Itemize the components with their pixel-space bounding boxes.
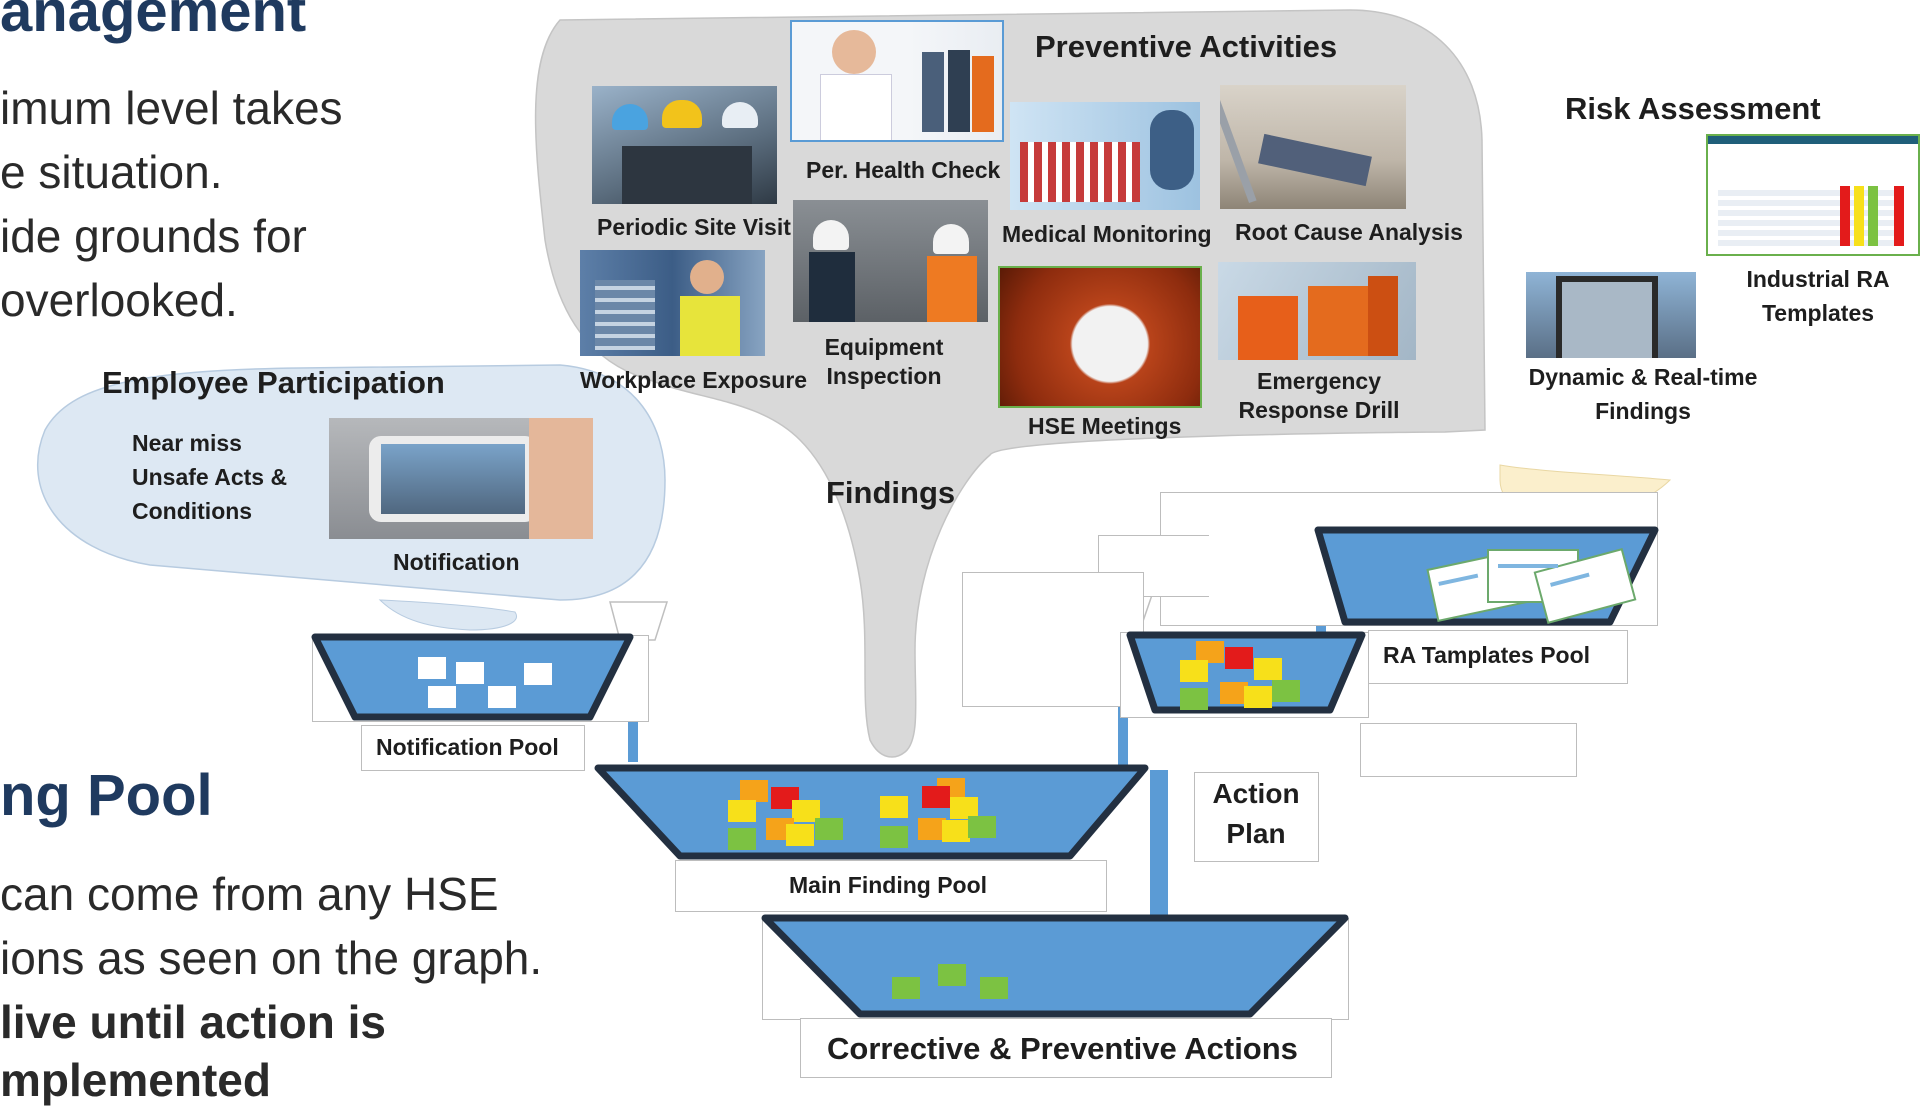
text-bottom-line-1: can come from any HSE [0, 868, 499, 920]
text-top-line-2: e situation. [0, 146, 223, 198]
photo-periodic-site-visit [592, 86, 777, 204]
corner-frame [962, 572, 1144, 707]
photo-workplace-exposure [580, 250, 765, 356]
text-bottom-line-2: ions as seen on the graph. [0, 932, 543, 984]
photo-emergency-response-drill [1218, 262, 1416, 360]
label-emergency-response-drill: Emergency Response Drill [1238, 368, 1400, 423]
cpa-pool-cards [892, 964, 1008, 999]
label-hse-meetings: HSE Meetings [1028, 413, 1182, 439]
ra-template-screens [1426, 548, 1637, 624]
photo-dynamic-findings [1526, 272, 1696, 358]
ra-small-pool-cards [1180, 641, 1300, 710]
heading-management: anagement [0, 0, 307, 44]
action-plan-box [1194, 772, 1319, 862]
label-findings: Findings [826, 475, 956, 510]
label-medical-monitoring: Medical Monitoring [1002, 221, 1212, 247]
main-pool-tab-frame [675, 860, 1107, 912]
main-pool-cards [728, 778, 996, 850]
text-bottom-line-3: live until action is [0, 996, 386, 1048]
photo-ra-templates [1706, 134, 1920, 256]
photo-equipment-inspection [793, 200, 988, 322]
photo-notification-phone [329, 418, 593, 539]
photo-medical-monitoring [1010, 102, 1200, 210]
label-root-cause-analysis: Root Cause Analysis [1235, 219, 1463, 245]
label-per-health-check: Per. Health Check [806, 157, 1001, 183]
text-top-line-4: overlooked. [0, 274, 238, 326]
label-notification: Notification [393, 549, 520, 575]
photo-per-health-check [790, 20, 1004, 142]
label-dynamic-findings: Dynamic & Real-time Findings [1528, 364, 1758, 424]
label-notification-pool: Notification Pool [376, 734, 559, 760]
label-action-plan: Action Plan [1212, 778, 1300, 849]
risk-assessment-title: Risk Assessment [1565, 91, 1821, 126]
ra-pool-label-box [1368, 630, 1628, 684]
employee-bubble-tail [378, 599, 517, 631]
notification-funnel [609, 601, 669, 641]
text-top-line-3: ide grounds for [0, 210, 307, 262]
label-equipment-inspection: Equipment Inspection [824, 334, 944, 389]
heading-finding-pool: ng Pool [0, 763, 213, 828]
label-periodic-site-visit: Periodic Site Visit [597, 214, 791, 240]
cpa-label-box [800, 1018, 1332, 1078]
employee-participation-title: Employee Participation [102, 365, 445, 400]
text-top-line-1: imum level takes [0, 82, 343, 134]
photo-root-cause-analysis [1220, 85, 1406, 209]
right-tab-frame [1360, 723, 1577, 777]
notification-cards [418, 657, 552, 708]
label-workplace-exposure: Workplace Exposure [580, 367, 808, 393]
label-corrective-preventive: Corrective & Preventive Actions [827, 1031, 1298, 1066]
finding-cards [418, 548, 1637, 999]
employee-participation-text: Near miss Unsafe Acts & Conditions [132, 430, 288, 524]
text-bottom-line-4: mplemented [0, 1054, 271, 1106]
notification-pool-label-box [361, 725, 585, 771]
photo-hse-meetings [998, 266, 1202, 408]
preventive-activities-title: Preventive Activities [1035, 29, 1338, 64]
label-ra-templates-pool: RA Tamplates Pool [1383, 642, 1591, 668]
label-main-finding-pool: Main Finding Pool [789, 872, 988, 898]
label-industrial-ra-templates: Industrial RA Templates [1746, 266, 1890, 326]
